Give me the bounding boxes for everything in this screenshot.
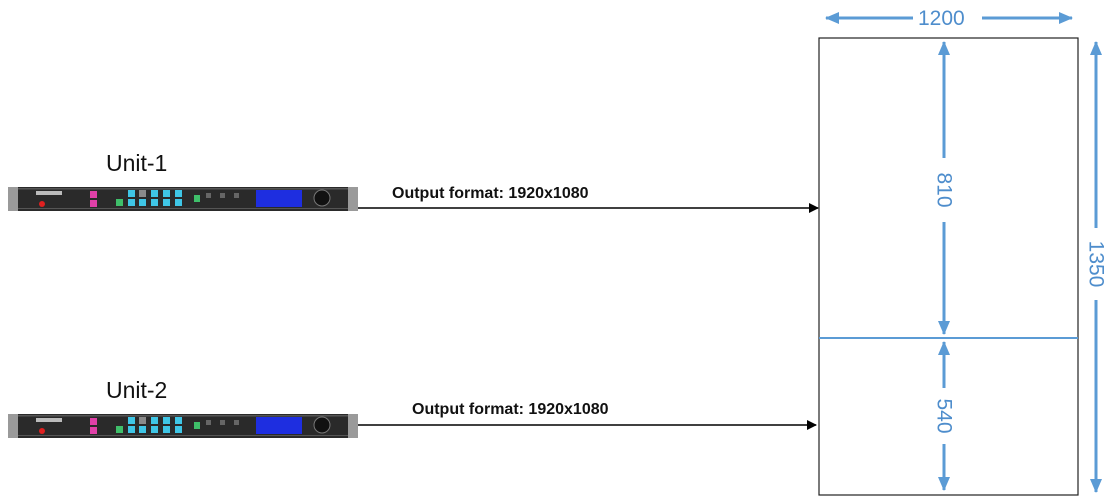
unit-1-device	[8, 187, 358, 211]
width-dimension-label: 1200	[918, 7, 965, 30]
section-bottom-dimension-label: 540	[932, 398, 956, 434]
section-top-dimension-label: 810	[932, 172, 956, 208]
unit-2-label: Unit-2	[106, 377, 168, 403]
unit-2-output-format: Output format: 1920x1080	[412, 401, 609, 418]
unit-1-label: Unit-1	[106, 150, 168, 176]
height-dimension-label: 1350	[1084, 240, 1107, 288]
unit-2-device	[8, 414, 358, 438]
unit-1-output-format: Output format: 1920x1080	[392, 185, 589, 202]
display-area	[818, 37, 1079, 496]
